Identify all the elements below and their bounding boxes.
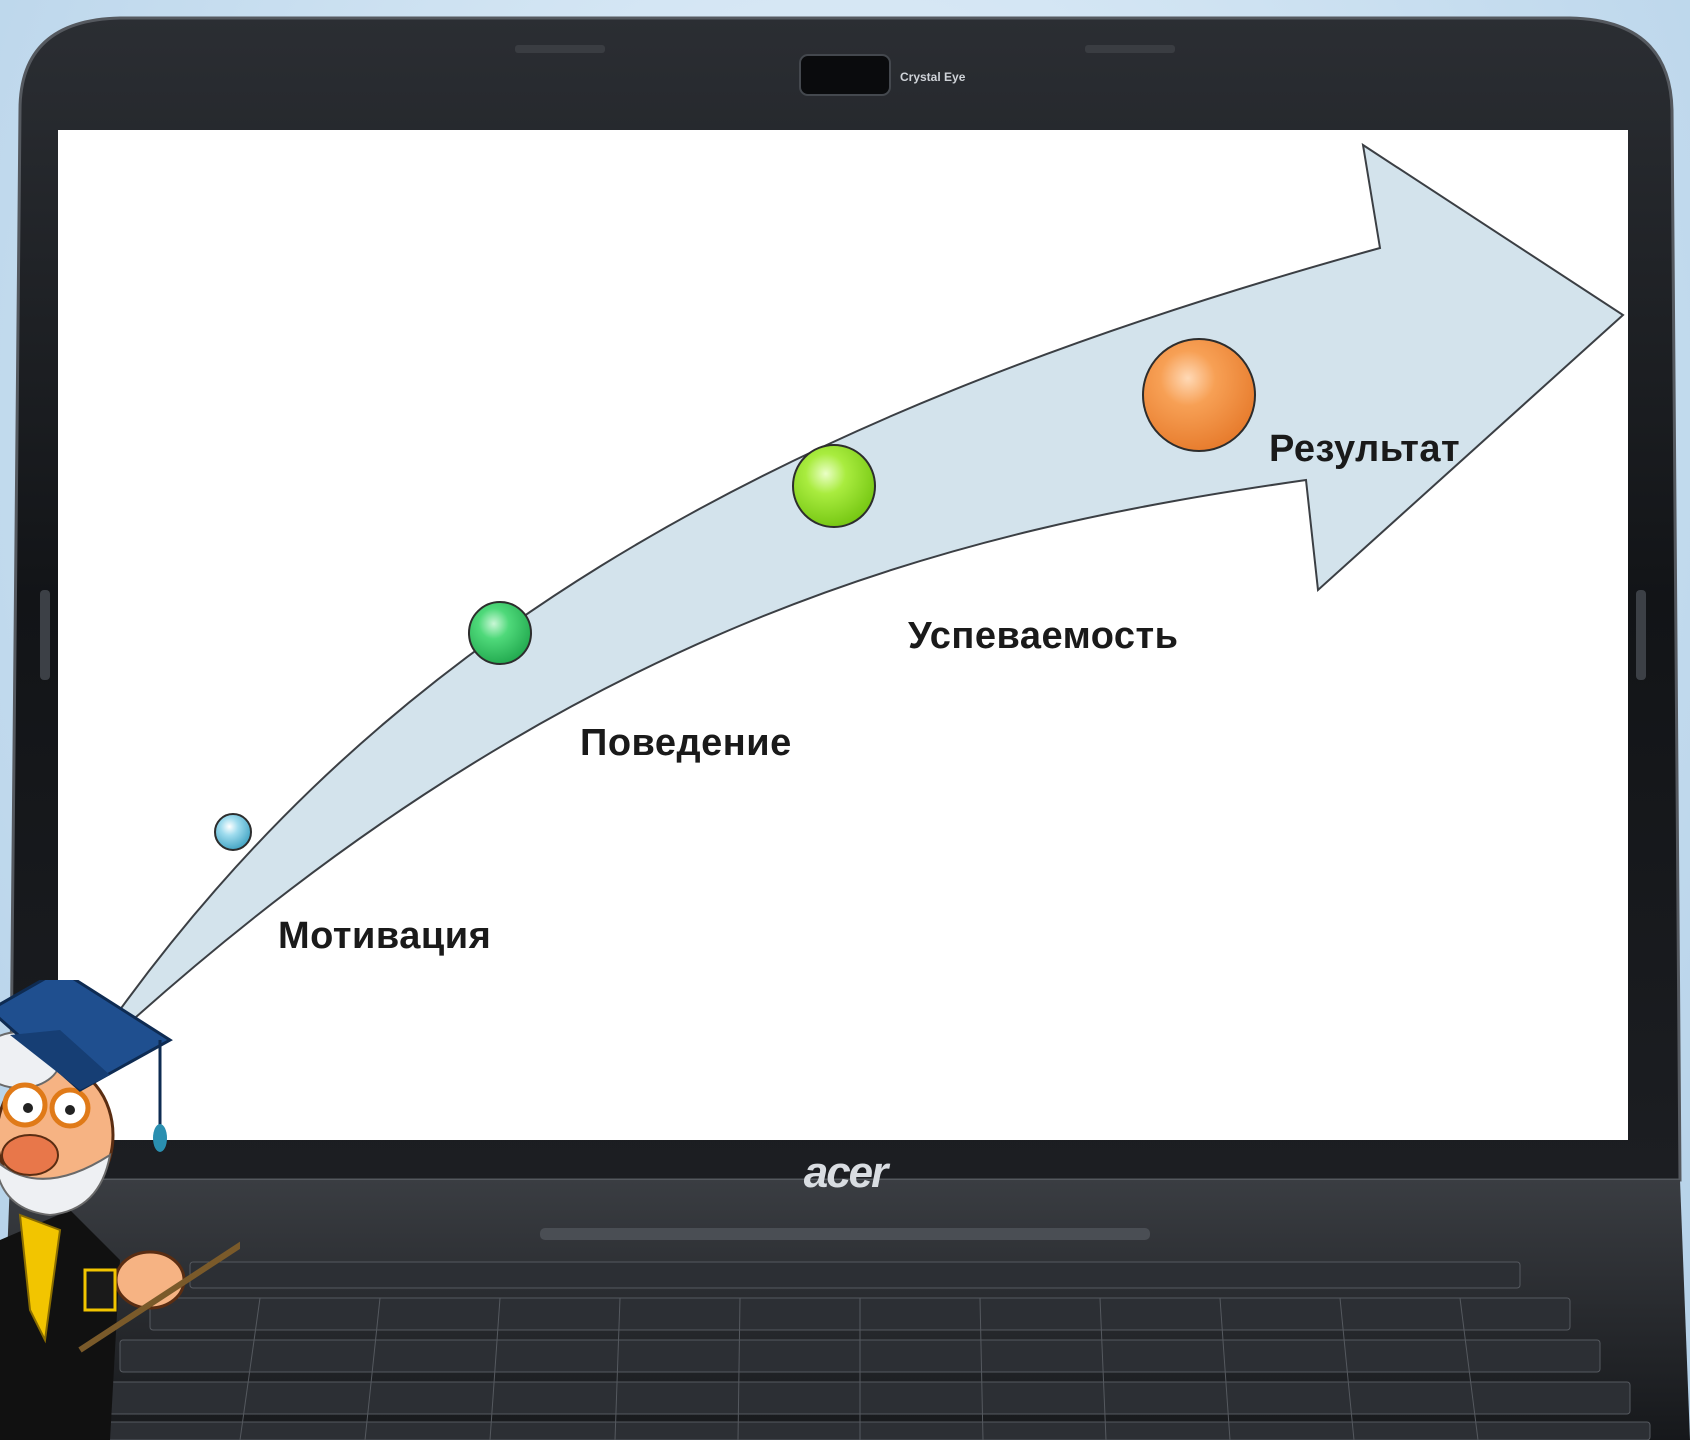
stage-marker-achievement [792, 444, 876, 528]
professor-mascot [0, 980, 240, 1440]
stage-marker-behavior [468, 601, 532, 665]
laptop-brand-logo: acer [803, 1148, 889, 1197]
stage-marker-result [1142, 338, 1256, 452]
webcam-label: Crystal Eye [900, 70, 966, 84]
stage-label-result: Результат [1269, 428, 1461, 470]
laptop-screen: Мотивация Поведение Успеваемость Результ… [58, 130, 1628, 1140]
stage-marker-motivation [214, 813, 252, 851]
stage-label-achievement: Успеваемость [908, 615, 1179, 657]
stage-label-behavior: Поведение [580, 722, 792, 764]
progress-diagram [77, 142, 1625, 1071]
stage-label-motivation: Мотивация [278, 915, 492, 957]
